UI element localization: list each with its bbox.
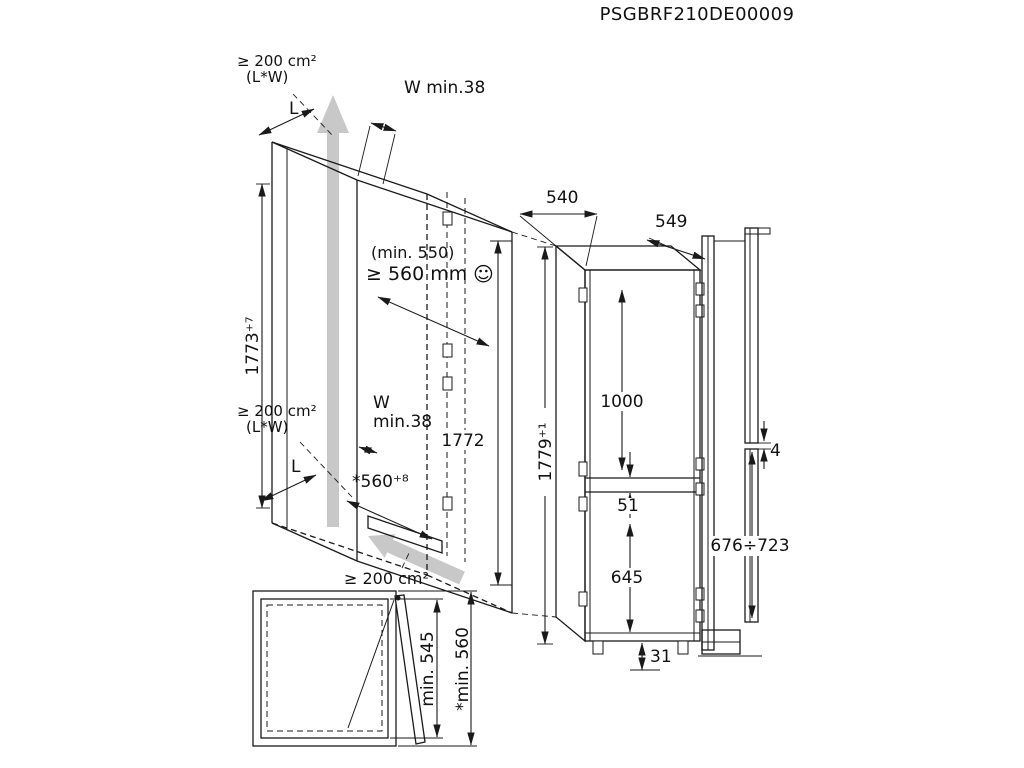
- open-door-panel: [394, 594, 426, 745]
- hinge-icon: [578, 591, 588, 607]
- dim-line-549: [646, 239, 706, 260]
- vent-bottom-area-label: ≥ 200 cm²: [344, 569, 429, 588]
- niche-isometric: [271, 93, 513, 614]
- vent-top-area-label: ≥ 200 cm²: [237, 52, 317, 70]
- wall-width-top-label: W min.38: [404, 78, 485, 98]
- smiley-icon: ☺: [473, 262, 494, 286]
- dim-line-560-bottom: [346, 500, 433, 540]
- hinge-icon: [695, 482, 705, 496]
- dim-line-wall-mid: [358, 445, 378, 455]
- hinge-icon: [695, 282, 705, 296]
- hinge-icon: [442, 376, 453, 391]
- niche-edge: [356, 560, 513, 614]
- niche-dimensions: [256, 108, 553, 645]
- lower-door-645-label: 645: [611, 568, 643, 588]
- dim-line-L-mid: [260, 474, 317, 502]
- niche-edge: [271, 141, 358, 181]
- wall-width-mid-label-2: min.38: [373, 412, 432, 432]
- vent-mid-note-label: (L*W): [246, 418, 288, 436]
- niche-edge: [356, 179, 513, 233]
- hinge-icon: [442, 211, 453, 226]
- upper-door-1000-label: 1000: [600, 392, 643, 412]
- total-height-label: 1779⁺¹: [536, 422, 556, 481]
- depth-arrow-mid-label: L: [291, 457, 301, 477]
- extension-line: [519, 215, 557, 247]
- niche-edge: [426, 193, 513, 233]
- hinge-icon: [578, 496, 588, 512]
- panel-top-bracket: [745, 227, 771, 235]
- labels: PSGBRF210DE00009 ≥ 200 cm² (L*W) L W min…: [237, 4, 794, 711]
- plinth-31-label: 31: [650, 647, 672, 667]
- label-bg: [605, 568, 649, 587]
- niche-height-label: 1773⁺⁷: [243, 316, 263, 375]
- niche-depth-bottom-label: *560⁺⁸: [352, 472, 409, 492]
- hinge-icon: [695, 457, 705, 471]
- door-gap-4-label: 4: [770, 441, 781, 461]
- niche-hidden-edge: [426, 574, 513, 614]
- label-bg: [613, 498, 643, 514]
- hinge-icon: [695, 609, 705, 623]
- niche-depth-label: ≥ 560 mm: [366, 263, 467, 285]
- label-bg: [536, 408, 554, 496]
- leader-line: [401, 550, 411, 569]
- hinge-icon: [695, 587, 705, 601]
- projection-line: [511, 612, 557, 618]
- vent-top-note-label: (L*W): [246, 68, 288, 86]
- niche-edge: [271, 141, 428, 195]
- niche-depth-note-label: (min. 550): [371, 243, 454, 262]
- hinge-icon: [442, 496, 453, 511]
- appliance-side-face: [555, 244, 586, 643]
- niche-hidden-edge: [271, 522, 428, 576]
- dim-line-wall-top: [370, 122, 397, 132]
- leader-line: [299, 441, 353, 498]
- hinge-icon: [578, 461, 588, 477]
- appliance-top-face: [554, 245, 702, 271]
- projection-line: [511, 231, 557, 247]
- wall-width-mid-label-1: W: [373, 393, 390, 413]
- extension-line: [585, 215, 598, 267]
- appliance-side-view: [698, 227, 771, 657]
- depth-arrow-top-label: L: [289, 99, 299, 119]
- min-inner-depth-label: min. 545: [418, 631, 438, 706]
- extension-line: [357, 125, 371, 177]
- airflow-arrow-vertical-icon: [317, 95, 349, 527]
- hinge-icon: [442, 343, 453, 358]
- vent-mid-area-label: ≥ 200 cm²: [237, 402, 317, 420]
- furniture-door-lower: [744, 448, 759, 623]
- label-bg: [601, 392, 643, 411]
- cabinet-top-view: [252, 590, 477, 747]
- airflow-arrow-bottom-icon: [368, 534, 465, 585]
- appliance-front-view: [511, 231, 705, 655]
- dim-line-560-depth: [377, 296, 490, 347]
- hinge-gap-51-label: 51: [617, 496, 639, 516]
- hinge-icon: [578, 287, 588, 303]
- appliance-height-label: 1772: [441, 431, 484, 451]
- top-view-appliance-outline: [266, 604, 383, 732]
- label-bg: [441, 430, 485, 450]
- min-outer-depth-label: *min. 560: [453, 627, 473, 711]
- door-hinge-point: [395, 595, 401, 601]
- depth-549-label: 549: [655, 212, 687, 232]
- width-540-label: 540: [546, 188, 578, 208]
- lower-panel-range-label: 676÷723: [710, 536, 789, 556]
- label-backgrounds: [441, 392, 787, 587]
- top-view-inner-wall: [260, 598, 389, 739]
- extension-line: [648, 237, 670, 248]
- hinge-icon: [695, 304, 705, 318]
- door-swing-line: [347, 599, 395, 729]
- drawing-code: PSGBRF210DE00009: [600, 4, 795, 25]
- appliance-foot: [677, 640, 689, 655]
- appliance-front-face: [584, 269, 701, 642]
- label-bg: [713, 536, 787, 556]
- extension-line: [382, 133, 396, 185]
- top-view-outer-wall: [252, 590, 397, 747]
- airflow-arrows: [317, 95, 465, 585]
- furniture-door-upper: [744, 227, 759, 444]
- dim-line-L-top: [258, 108, 315, 136]
- niche-edge: [271, 522, 358, 562]
- appliance-foot: [592, 640, 604, 655]
